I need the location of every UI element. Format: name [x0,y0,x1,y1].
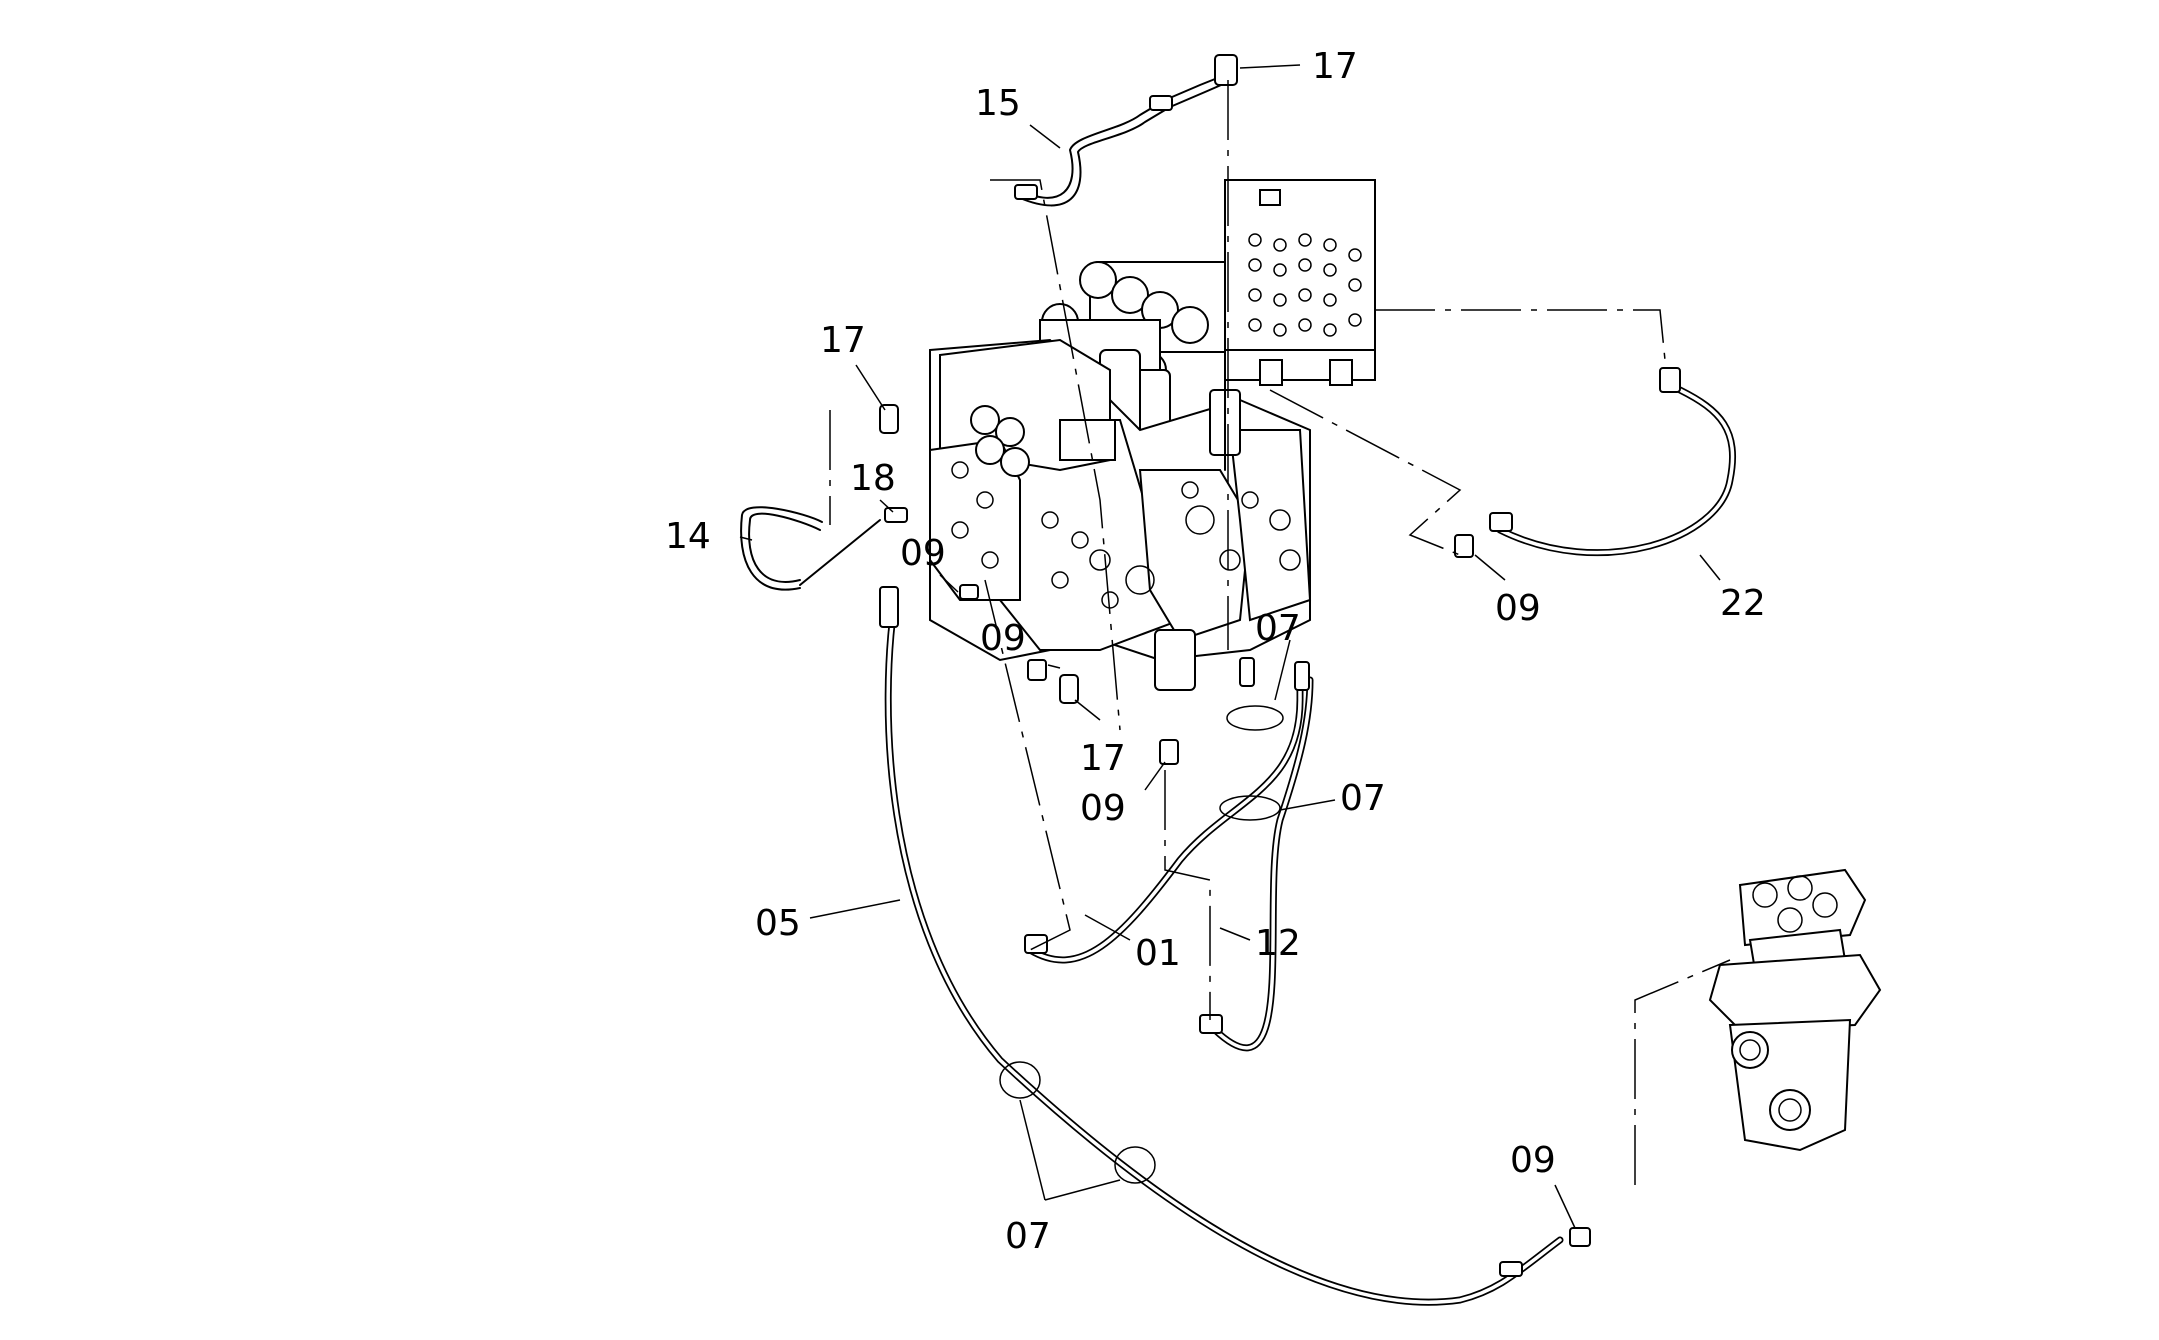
leader-lines [739,64,1721,1229]
hose-12 [1211,676,1314,1052]
pipe-14 [740,506,881,591]
label-22: 22 [1720,583,1766,624]
label-09-a: 09 [900,533,946,574]
fittings [879,54,1681,1277]
label-09-bottom: 09 [1510,1140,1556,1181]
pipe-15 [1019,74,1229,207]
hose-05 [884,596,1564,1306]
label-01: 01 [1135,933,1181,974]
hose-01 [1026,671,1304,964]
label-07-bottom: 07 [1005,1216,1051,1257]
label-18: 18 [850,458,896,499]
label-17-mid: 17 [1080,738,1126,779]
label-17-left: 17 [820,320,866,361]
label-09-c: 09 [1080,788,1126,829]
label-09-right: 09 [1495,588,1541,629]
label-15: 15 [975,83,1021,124]
label-12: 12 [1255,923,1301,964]
swivel-joint [1708,868,1882,1152]
label-07-a: 07 [1255,608,1301,649]
label-07-b: 07 [1340,778,1386,819]
label-05: 05 [755,903,801,944]
control-valve [929,261,1312,691]
clamps-07 [999,705,1284,1184]
reference-lines [829,80,1731,1185]
hose-22 [1496,386,1737,557]
label-14: 14 [665,516,711,557]
label-09-b: 09 [980,618,1026,659]
solenoid-manifold [1224,179,1376,386]
label-17-top: 17 [1312,46,1358,87]
